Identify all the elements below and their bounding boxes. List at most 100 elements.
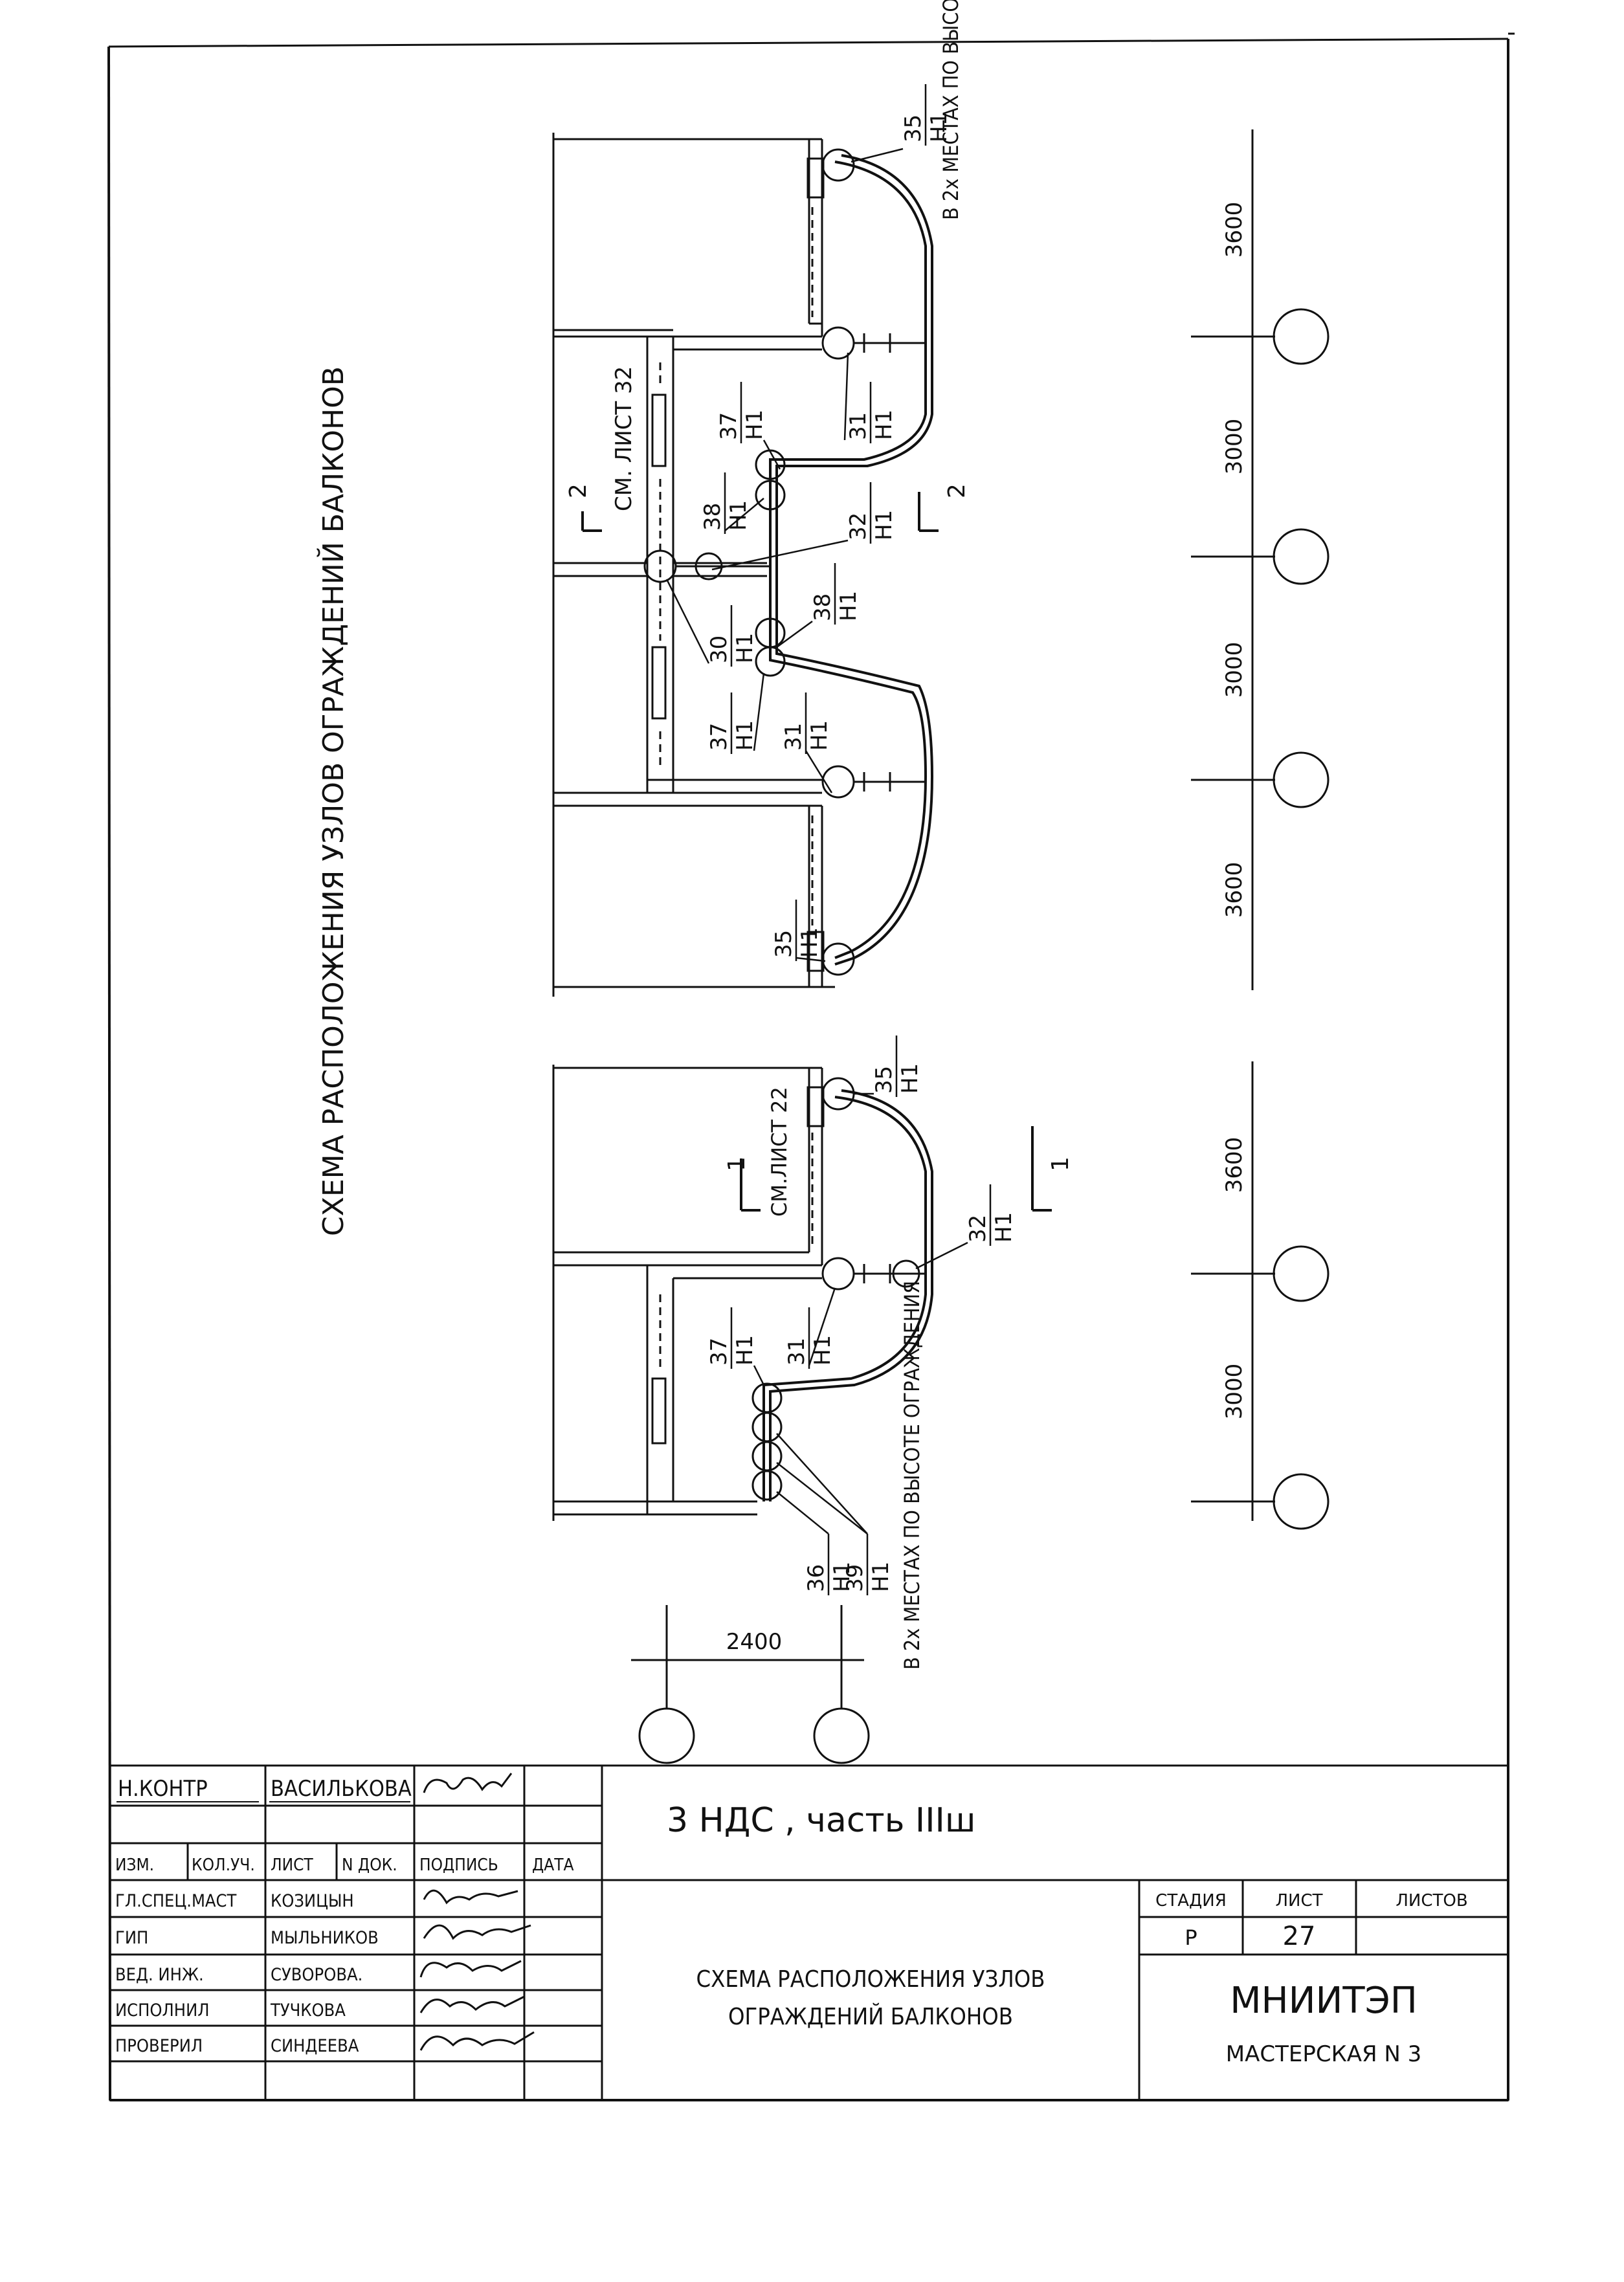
section-1-marker: 1 СМ.ЛИСТ 22 1 xyxy=(724,1087,1074,1217)
staff-name: СИНДЕЕВА xyxy=(271,2036,359,2056)
workshop: МАСТЕРСКАЯ N 3 xyxy=(1226,2041,1422,2067)
node-label: 32 Н1 xyxy=(845,482,897,544)
staff-name: ТУЧКОВА xyxy=(270,2000,346,2021)
project-code: 3 НДС , часть IIIш xyxy=(667,1801,975,1840)
drawing-label: Н1 xyxy=(871,510,897,540)
drawing-label: 31 xyxy=(781,723,806,751)
node-label: 36 Н1 xyxy=(803,1534,855,1595)
drawing-label: 1 xyxy=(724,1157,750,1171)
header-data: ДАТА xyxy=(532,1856,574,1875)
node-label: 35 Н1 xyxy=(871,1036,923,1097)
drawing-label: 30 xyxy=(706,636,732,663)
node-label: 38 Н1 xyxy=(700,472,751,534)
staff-name: КОЗИЦЫН xyxy=(271,1891,354,1911)
drawing-label: 37 xyxy=(706,723,732,751)
signatures xyxy=(419,1889,535,2051)
drawing-label: 31 xyxy=(784,1338,810,1366)
upper-walls xyxy=(552,133,835,997)
node-label: 35 Н1 xyxy=(900,84,952,146)
drawing-label: 2 xyxy=(944,483,970,498)
dimension-3600-lower: 3600 xyxy=(1221,1137,1247,1193)
dimension-3000-a: 3000 xyxy=(1221,419,1247,475)
staff-name: СУВОРОВА. xyxy=(271,1965,362,1985)
norm-control-name: ВАСИЛЬКОВА xyxy=(271,1776,412,1802)
title-block: Н.КОНТР ВАСИЛЬКОВА ИЗМ. КОЛ.УЧ. ЛИСТ N Д… xyxy=(109,1764,1509,2101)
drawing-label: Н1 xyxy=(926,112,952,142)
drawing-label: Н1 xyxy=(732,720,758,751)
node-label: 31 Н1 xyxy=(781,692,832,754)
lower-node-labels: 35 Н1 32 Н1 37 Н1 31 Н1 36 xyxy=(706,1036,1017,1595)
dimension-3000-lower: 3000 xyxy=(1221,1364,1247,1420)
lower-walls xyxy=(552,1065,825,1521)
header-n-dok: N ДОК. xyxy=(342,1856,397,1875)
stage-label: СТАДИЯ xyxy=(1155,1891,1227,1911)
sheet-number: 27 xyxy=(1283,1922,1316,1951)
sheets-label: ЛИСТОВ xyxy=(1396,1891,1467,1911)
header-izm: ИЗМ. xyxy=(115,1856,154,1875)
sheet-title-line1: СХЕМА РАСПОЛОЖЕНИЯ УЗЛОВ xyxy=(696,1966,1045,1993)
header-kol-uch: КОЛ.УЧ. xyxy=(192,1856,255,1875)
drawing-label: Н1 xyxy=(829,1562,855,1592)
drawing-label: 36 xyxy=(803,1564,829,1592)
drawing-label: 39 xyxy=(842,1564,868,1592)
drawing-label: 32 xyxy=(965,1215,991,1243)
staff-name: МЫЛЬНИКОВ xyxy=(271,1928,379,1948)
upper-node-markers xyxy=(643,148,926,976)
node-label: 39 Н1 xyxy=(842,1534,894,1595)
drawing-label: 32 xyxy=(845,513,871,540)
drawing-label: Н1 xyxy=(797,927,823,958)
drawing-label: В 2х МЕСТАХ ПО ВЫСОТЕ ОГРАЖДЕНИЯ xyxy=(900,1281,924,1670)
staff-role: ГЛ.СПЕЦ.МАСТ xyxy=(115,1891,237,1911)
dimension-3600-top: 3600 xyxy=(1221,202,1247,258)
drawing-label: Н1 xyxy=(836,591,862,621)
section-ref: СМ. ЛИСТ 32 xyxy=(611,366,637,511)
drawing-label: Н1 xyxy=(732,633,758,663)
drawing-label: Н1 xyxy=(871,410,897,440)
drawing-title: СХЕМА РАСПОЛОЖЕНИЯ УЗЛОВ ОГРАЖДЕНИЙ БАЛК… xyxy=(316,366,350,1236)
width-dimension: 2400 xyxy=(631,1605,870,1764)
staff-role: ИСПОЛНИЛ xyxy=(115,2000,210,2021)
lower-node-note: В 2х МЕСТАХ ПО ВЫСОТЕ ОГРАЖДЕНИЯ xyxy=(900,1281,924,1670)
lower-plan: 35 Н1 32 Н1 37 Н1 31 Н1 36 xyxy=(552,1036,1329,1764)
upper-node-note: В 2х МЕСТАХ ПО ВЫСОТЕ ОГРАЖ- ДЕНИЯ xyxy=(939,0,963,220)
upper-railings xyxy=(769,154,934,966)
drawing-label: 37 xyxy=(706,1338,732,1366)
lower-node-markers xyxy=(751,1077,926,1501)
drawing-label: 2 xyxy=(565,483,592,498)
header-list: ЛИСТ xyxy=(271,1856,313,1875)
drawing-label: 38 xyxy=(810,593,836,621)
sheet-label: ЛИСТ xyxy=(1275,1891,1322,1911)
staff-role: ГИП xyxy=(115,1928,148,1948)
node-label: 37 Н1 xyxy=(706,692,758,754)
staff-role: ВЕД. ИНЖ. xyxy=(115,1965,204,1985)
drawing-label: Н1 xyxy=(806,720,832,751)
drawing-label: Н1 xyxy=(742,410,768,440)
organization: МНИИТЭП xyxy=(1230,1980,1418,2022)
drawing-label: Н1 xyxy=(991,1212,1017,1243)
drawing-label: Н1 xyxy=(868,1562,894,1592)
sheet-title-line2: ОГРАЖДЕНИЙ БАЛКОНОВ xyxy=(728,2003,1013,2030)
drawing-label: 38 xyxy=(700,503,726,531)
header-podpis: ПОДПИСЬ xyxy=(419,1856,498,1875)
dimension-3600-bottom: 3600 xyxy=(1221,862,1247,918)
drawing-label: Н1 xyxy=(897,1063,923,1094)
upper-node-labels: 35 Н1 37 Н1 31 Н1 38 Н1 32 xyxy=(665,84,952,962)
dimension-2400: 2400 xyxy=(726,1629,783,1655)
dimension-3000-b: 3000 xyxy=(1221,642,1247,698)
section-2-marker: 2 СМ. ЛИСТ 32 2 xyxy=(565,366,970,532)
node-label: 35 Н1 xyxy=(771,900,823,961)
node-label: 32 Н1 xyxy=(965,1184,1017,1246)
norm-control-role: Н.КОНТР xyxy=(118,1776,208,1802)
drawing-label: 37 xyxy=(716,412,742,440)
lower-dimension-chain: 3600 3000 xyxy=(1191,1061,1329,1530)
node-label: 31 Н1 xyxy=(784,1307,836,1369)
node-label: 37 Н1 xyxy=(706,1307,758,1369)
stage-value: Р xyxy=(1185,1925,1197,1950)
drawing-label: В 2х МЕСТАХ ПО ВЫСОТЕ ОГРАЖ- ДЕНИЯ xyxy=(939,0,963,220)
node-label: 31 Н1 xyxy=(845,382,897,443)
drawing-label: 31 xyxy=(845,412,871,440)
drawing-label: 35 xyxy=(871,1066,897,1094)
upper-plan: 35 Н1 37 Н1 31 Н1 38 Н1 32 xyxy=(552,0,1329,997)
staff-role: ПРОВЕРИЛ xyxy=(115,2036,203,2056)
